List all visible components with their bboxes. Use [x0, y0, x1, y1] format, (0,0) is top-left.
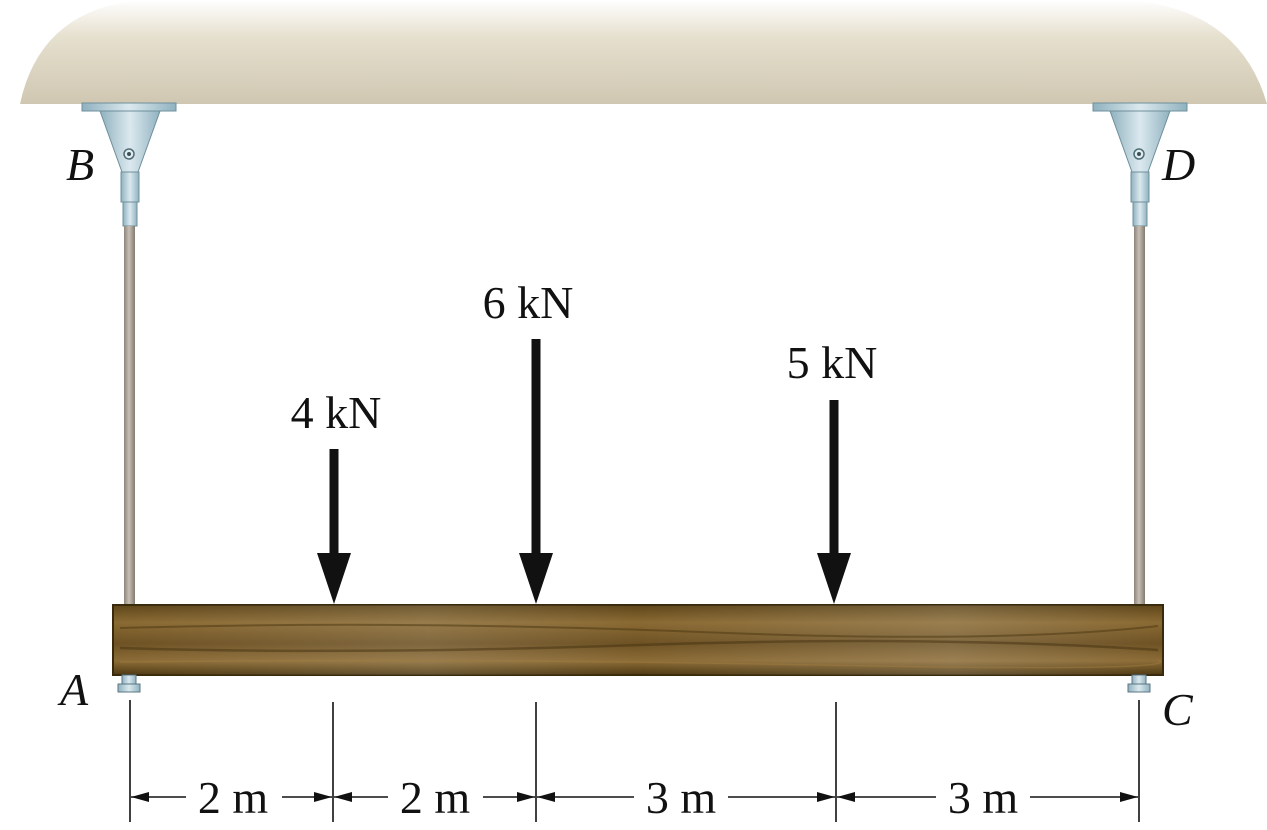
load-arrow-4kn	[317, 449, 351, 604]
dimension-segment-2	[334, 792, 535, 802]
wooden-beam	[112, 604, 1164, 676]
dimension-segment-4	[837, 792, 1138, 802]
dimension-label-3: 3 m	[646, 772, 717, 823]
load-label-4kn: 4 kN	[291, 387, 382, 438]
dimension-label-2: 2 m	[400, 772, 471, 823]
load-label-6kn: 6 kN	[483, 277, 574, 328]
dimension-segment-1	[131, 792, 332, 802]
nut-a	[117, 674, 141, 693]
nut-c	[1127, 674, 1151, 693]
point-label-c: C	[1162, 684, 1194, 735]
point-label-b: B	[66, 139, 94, 190]
support-bracket-d	[1092, 102, 1188, 227]
rod-ab	[124, 226, 135, 606]
ceiling	[20, 0, 1267, 104]
support-bracket-b	[81, 102, 177, 227]
dimension-segment-3	[537, 792, 835, 802]
point-label-a: A	[57, 664, 89, 715]
load-arrow-5kn	[817, 400, 851, 604]
load-arrow-6kn	[519, 339, 553, 604]
point-label-d: D	[1161, 139, 1195, 190]
dimension-label-4: 3 m	[948, 772, 1019, 823]
rod-cd	[1134, 226, 1145, 606]
dimension-extension-lines	[129, 700, 1140, 822]
dimension-label-1: 2 m	[198, 772, 269, 823]
load-label-5kn: 5 kN	[787, 337, 878, 388]
